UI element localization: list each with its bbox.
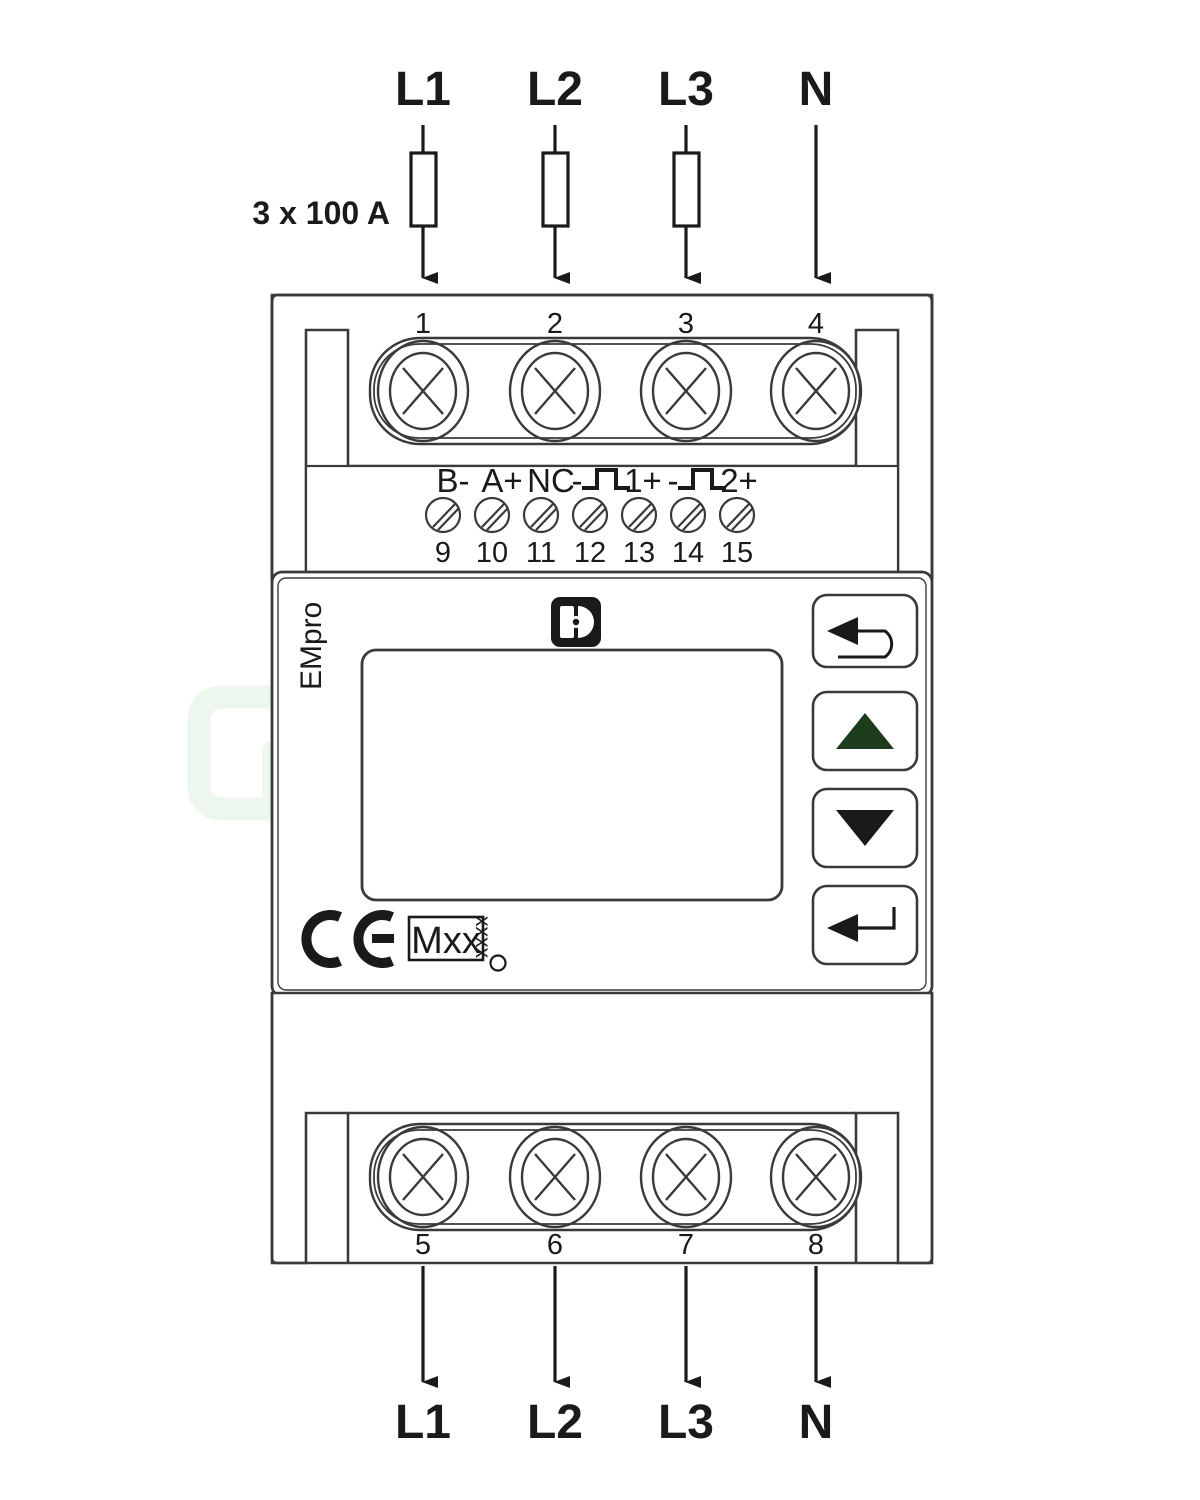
top-terminal-strip	[368, 336, 862, 446]
triangle-down-icon	[836, 810, 894, 846]
signal-terminal-label: B-	[437, 462, 470, 499]
lcd-display	[360, 648, 784, 902]
signal-terminal-number: 10	[476, 537, 508, 569]
signal-screw-terminal	[669, 496, 707, 534]
screw-terminal	[376, 339, 470, 443]
signal-terminal-number: 14	[672, 537, 704, 569]
bottom-output-wiring	[421, 1266, 831, 1388]
top-screw-terminals	[376, 339, 863, 443]
xxxx-label: xxxx	[471, 916, 494, 959]
screw-terminal	[639, 339, 733, 443]
signal-screw-terminals	[424, 496, 756, 534]
ce-mark-icon	[301, 910, 394, 968]
screw-terminal	[376, 1125, 470, 1229]
mxx-box	[407, 915, 485, 962]
bottom-screw-terminals	[376, 1125, 863, 1229]
back-arrow-icon	[827, 617, 894, 659]
signal-terminal-number: 12	[574, 537, 606, 569]
top-phase-label: L2	[527, 63, 583, 116]
ce-mark-bar	[372, 934, 394, 943]
bottom-phase-label: L1	[395, 1396, 451, 1449]
pulse-symbol-1-icon	[582, 468, 630, 490]
enter-arrow-icon	[827, 907, 896, 942]
bottom-phase-label: L3	[658, 1396, 714, 1449]
fuse-rating-label: 3 x 100 A	[252, 195, 390, 231]
marking-circle-icon	[489, 954, 507, 972]
signal-terminal-number: 15	[721, 537, 753, 569]
bottom-phase-label: N	[799, 1396, 834, 1449]
signal-terminal-label: -	[572, 462, 583, 499]
device-name-label: EMpro	[295, 602, 328, 690]
triangle-up-icon	[836, 713, 894, 749]
signal-terminal-label: -	[668, 462, 679, 499]
phoenix-contact-logo-icon	[551, 597, 601, 647]
pulse-symbol-2-icon	[678, 468, 726, 490]
signal-terminal-number: 9	[435, 537, 451, 569]
fuse-l1	[409, 151, 438, 228]
top-phase-label: L3	[658, 63, 714, 116]
terminal-number: 2	[547, 308, 563, 340]
top-phase-label: L1	[395, 63, 451, 116]
screw-terminal	[639, 1125, 733, 1229]
terminal-number: 1	[415, 308, 431, 340]
screw-terminal	[508, 339, 602, 443]
button-escape[interactable]	[811, 593, 919, 669]
signal-screw-terminal	[620, 496, 658, 534]
terminal-number: 6	[547, 1229, 563, 1261]
terminal-number: 8	[808, 1229, 824, 1261]
signal-screw-terminal	[424, 496, 462, 534]
signal-terminal-label: 1+	[624, 462, 662, 499]
terminal-number: 4	[808, 308, 824, 340]
terminal-number: 7	[678, 1229, 694, 1261]
fuse-l3	[672, 151, 701, 228]
button-up[interactable]	[811, 690, 919, 772]
signal-terminal-label: NC	[527, 462, 575, 499]
mxx-label: Mxx	[411, 920, 481, 962]
screw-terminal	[508, 1125, 602, 1229]
fuse-l2	[541, 151, 570, 228]
screw-terminal	[769, 1125, 863, 1229]
terminal-number: 5	[415, 1229, 431, 1261]
fuse-symbols	[409, 151, 701, 228]
signal-screw-terminal	[473, 496, 511, 534]
terminal-number: 3	[678, 308, 694, 340]
screw-terminal	[769, 339, 863, 443]
signal-screw-terminal	[718, 496, 756, 534]
signal-terminal-label: 2+	[720, 462, 758, 499]
top-phase-label: N	[799, 63, 834, 116]
button-enter[interactable]	[811, 884, 919, 966]
bottom-phase-label: L2	[527, 1396, 583, 1449]
signal-terminal-number: 13	[623, 537, 655, 569]
signal-screw-terminal	[522, 496, 560, 534]
signal-terminal-label: A+	[481, 462, 522, 499]
button-down[interactable]	[811, 787, 919, 869]
signal-terminal-number: 11	[526, 537, 556, 569]
signal-screw-terminal	[571, 496, 609, 534]
